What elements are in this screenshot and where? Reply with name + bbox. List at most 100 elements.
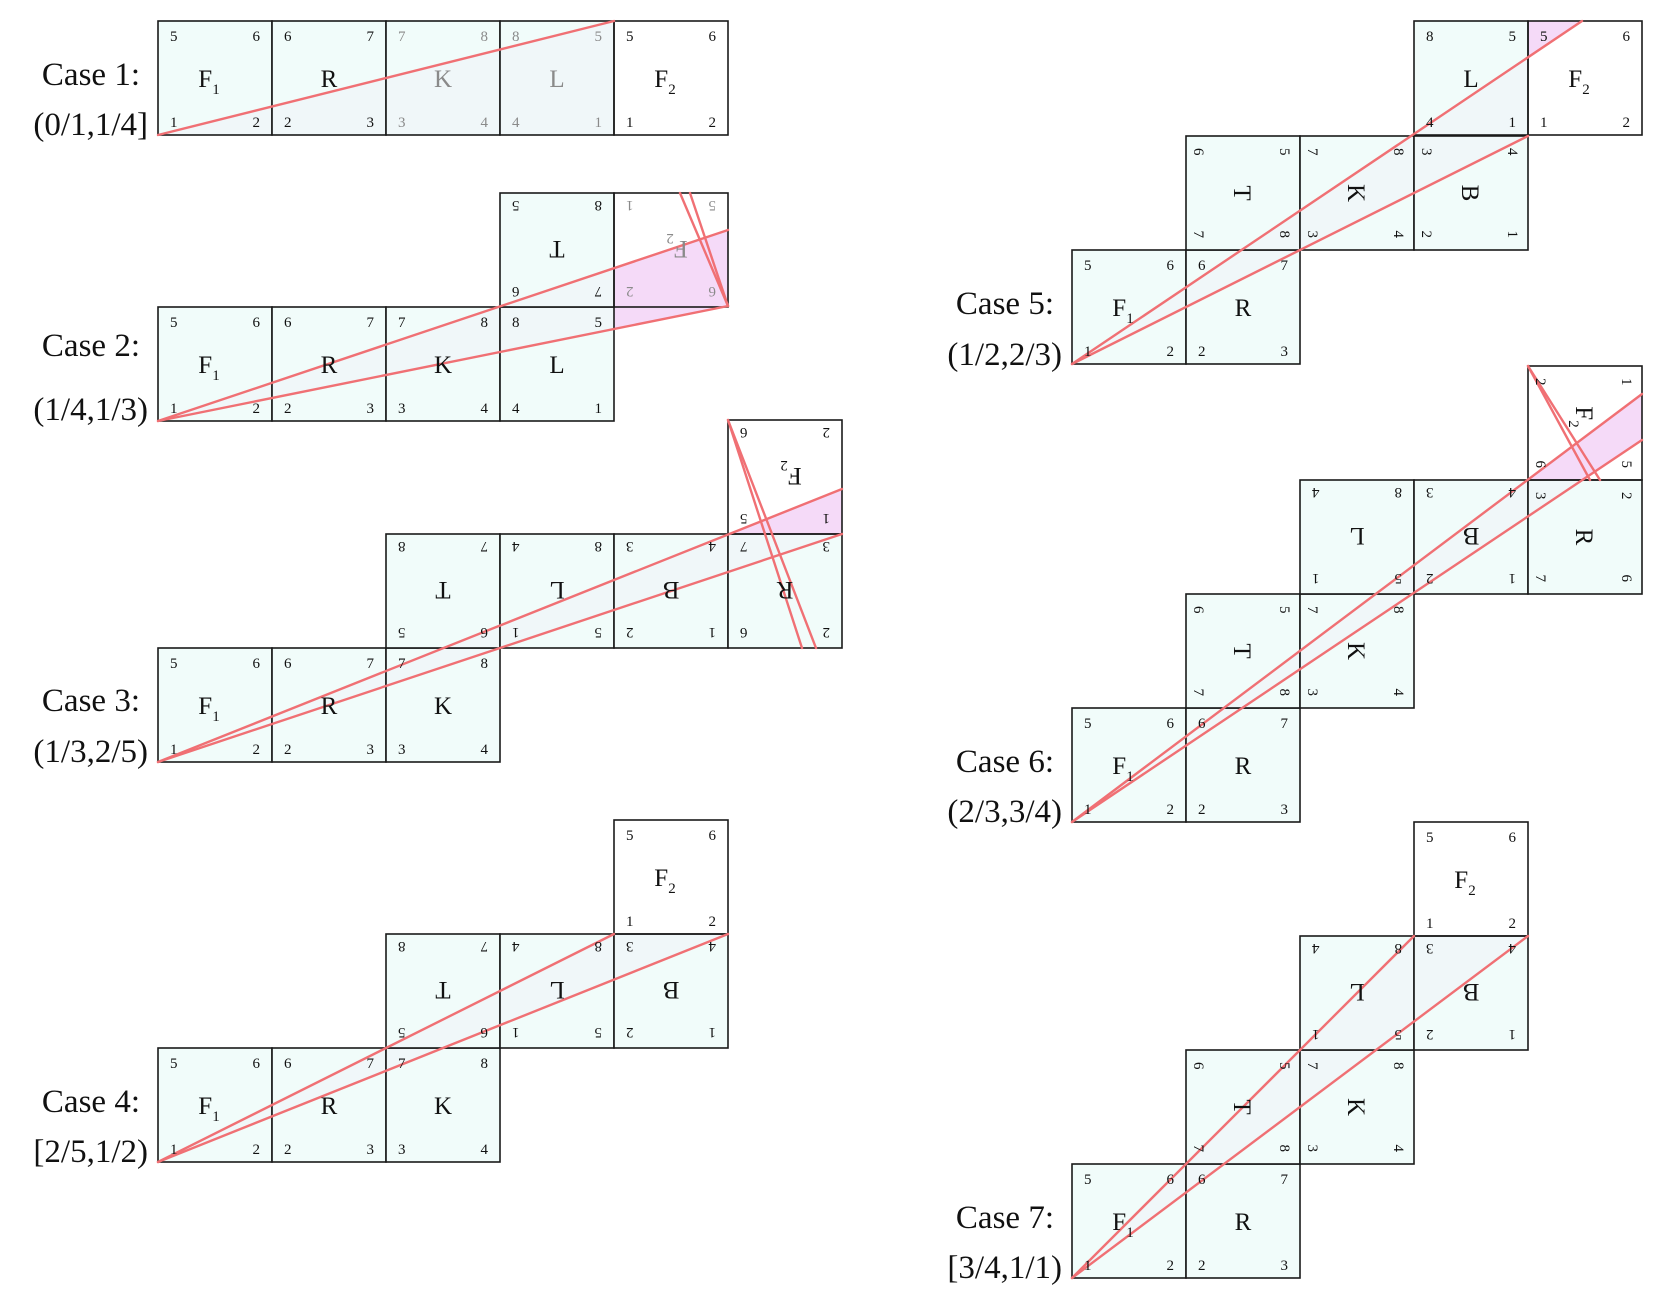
corner-number: 8 — [398, 538, 406, 554]
corner-number: 6 — [709, 29, 717, 45]
face-square — [1299, 593, 1415, 709]
case-7-label: Case 7: — [956, 1200, 1054, 1236]
corner-number: 6 — [1167, 1172, 1175, 1188]
corner-number: 7 — [594, 283, 602, 299]
corner-number: 1 — [626, 115, 634, 131]
corner-number: 3 — [823, 538, 831, 554]
corner-number: 1 — [1084, 802, 1092, 818]
corner-number: 3 — [1426, 484, 1434, 500]
face-square — [385, 1047, 501, 1163]
case-7-interval: [3/4,1/1) — [947, 1250, 1062, 1286]
corner-number: 7 — [367, 315, 375, 331]
corner-number: 3 — [1532, 492, 1548, 500]
corner-number: 8 — [1426, 29, 1434, 45]
corner-number: 4 — [481, 742, 489, 758]
corner-number: 8 — [481, 315, 489, 331]
face-square — [727, 419, 843, 535]
corner-number: 4 — [708, 938, 716, 954]
face-square — [499, 933, 615, 1049]
corner-number: 6 — [284, 656, 292, 672]
corner-number: 5 — [1084, 258, 1092, 274]
corner-number: 3 — [367, 401, 375, 417]
corner-number: 7 — [1281, 716, 1289, 732]
case-1-face-l-3 — [499, 20, 615, 136]
corner-number: 3 — [626, 538, 634, 554]
corner-number: 2 — [1167, 1258, 1175, 1274]
case-6-ray-0 — [1070, 392, 1644, 824]
corner-number: 4 — [512, 938, 520, 954]
case-3-ray-1 — [156, 532, 844, 764]
corner-number: 1 — [709, 1024, 717, 1040]
corner-number: 4 — [708, 538, 716, 554]
face-label: F1 — [198, 693, 219, 725]
face-label: F1 — [198, 66, 219, 98]
corner-number: 4 — [1390, 689, 1406, 697]
case-3-interval: (1/3,2/5) — [33, 734, 148, 770]
case-3-face-f2-7 — [727, 419, 843, 535]
case-3-ray-0 — [156, 487, 844, 764]
corner-number: 2 — [1426, 570, 1434, 586]
corner-number: 1 — [1426, 916, 1434, 932]
corner-number: 4 — [512, 538, 520, 554]
case-4-label: Case 4: — [42, 1084, 140, 1120]
face-square — [1299, 135, 1415, 251]
case-5-face-f1-0 — [1071, 249, 1187, 365]
corner-number: 6 — [709, 828, 717, 844]
face-label: F2 — [1568, 66, 1589, 98]
face-label: B — [1463, 978, 1480, 1005]
corner-number: 8 — [595, 938, 603, 954]
case-3-label: Case 3: — [42, 683, 140, 719]
corner-number: 4 — [1312, 940, 1320, 956]
corner-number: 8 — [512, 29, 520, 45]
face-label: T — [435, 576, 450, 603]
corner-number: 5 — [1084, 1172, 1092, 1188]
case-1-ray-0 — [156, 19, 616, 137]
corner-number: 3 — [398, 1142, 406, 1158]
case-5-face-k-3 — [1299, 135, 1415, 251]
face-label: B — [663, 576, 680, 603]
face-square — [157, 20, 273, 136]
case-5-face-l-5 — [1413, 20, 1529, 136]
face-square — [1299, 1049, 1415, 1165]
corner-number: 2 — [626, 283, 634, 299]
corner-number: 4 — [1504, 148, 1520, 156]
face-label: L — [549, 576, 564, 603]
case-3-ray-2 — [726, 418, 818, 650]
corner-number: 3 — [398, 401, 406, 417]
face-square — [385, 933, 501, 1049]
corner-number: 7 — [1532, 575, 1548, 583]
corner-number: 5 — [626, 29, 634, 45]
face-square — [1071, 249, 1187, 365]
face-label: F2 — [654, 66, 675, 98]
face-label: L — [549, 976, 564, 1003]
corner-number: 5 — [595, 29, 603, 45]
face-square — [499, 306, 615, 422]
case-7-face-k-3 — [1299, 1049, 1415, 1165]
corner-number: 7 — [740, 538, 748, 554]
ray-layer — [156, 19, 1644, 1280]
corner-number: 6 — [1623, 29, 1631, 45]
corner-number: 8 — [1276, 689, 1292, 697]
corner-number: 7 — [480, 938, 488, 954]
case-1-face-f1-0 — [157, 20, 273, 136]
corner-number: 8 — [1390, 1062, 1406, 1070]
case-2-face-l-3 — [499, 306, 615, 422]
case-7-face-r-1 — [1185, 1163, 1301, 1279]
corner-number: 6 — [740, 424, 748, 440]
corner-number: 2 — [709, 115, 717, 131]
corner-number: 7 — [1304, 148, 1320, 156]
case-4-face-f2-6 — [613, 819, 729, 935]
corner-number: 8 — [512, 315, 520, 331]
corner-number: 3 — [1418, 148, 1434, 156]
face-label: F2 — [666, 230, 687, 262]
corner-number: 6 — [1509, 830, 1517, 846]
corner-number: 7 — [480, 538, 488, 554]
corner-number: 5 — [595, 315, 603, 331]
case-6-face-l-4 — [1299, 479, 1415, 595]
